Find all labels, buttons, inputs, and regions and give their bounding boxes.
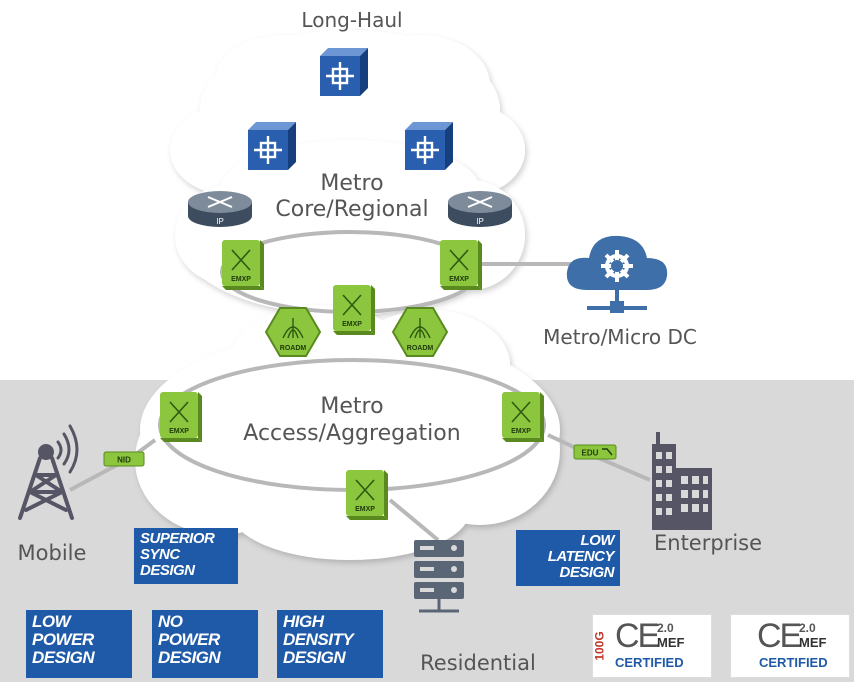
ce-2-mef-certified-logo: CE 2.0 MEF CERTIFIED xyxy=(730,614,850,678)
high-density-design-badge: HIGH DENSITY DESIGN xyxy=(277,610,383,678)
router-ip-tag: IP xyxy=(216,217,224,226)
metro-core-label-line2: Core/Regional xyxy=(275,197,428,222)
svg-text:NID: NID xyxy=(117,456,131,465)
svg-text:EMXP: EMXP xyxy=(511,428,531,435)
roadm-icon: ROADM xyxy=(391,307,449,357)
metro-access-label-line1: Metro xyxy=(320,394,383,419)
cell-tower-icon xyxy=(18,424,79,520)
router-ip-tag: IP xyxy=(476,217,484,226)
svg-text:EMXP: EMXP xyxy=(449,276,469,283)
emxp-switch-icon: EMXP xyxy=(222,240,264,290)
emxp-switch-icon: EMXP xyxy=(440,240,482,290)
low-latency-design-badge: LOW LATENCY DESIGN xyxy=(516,530,620,586)
svg-text:EMXP: EMXP xyxy=(355,506,375,513)
enterprise-label: Enterprise xyxy=(654,531,762,555)
no-power-design-badge: NO POWER DESIGN xyxy=(152,610,258,678)
emxp-switch-icon: EMXP xyxy=(346,470,388,520)
router-icon: IP xyxy=(188,191,252,227)
emxp-switch-icon: EMXP xyxy=(502,392,544,442)
emxp-switch-icon: EMXP xyxy=(160,392,202,442)
long-haul-label: Long-Haul xyxy=(301,8,402,32)
mobile-label: Mobile xyxy=(18,541,87,565)
metro-micro-dc-label: Metro/Micro DC xyxy=(543,325,697,349)
residential-label: Residential xyxy=(420,651,536,675)
svg-text:EMXP: EMXP xyxy=(231,276,251,283)
enterprise-building-icon xyxy=(652,432,712,530)
nid-device-icon: NID xyxy=(103,451,145,467)
superior-sync-design-badge: SUPERIOR SYNC DESIGN xyxy=(134,528,238,584)
residential-server-icon xyxy=(414,540,464,613)
svg-text:ROADM: ROADM xyxy=(407,345,434,352)
router-icon: IP xyxy=(448,191,512,227)
roadm-icon: ROADM xyxy=(264,307,322,357)
emxp-switch-icon: EMXP xyxy=(333,285,375,335)
ce-2-mef-100g-certified-logo: 100G CE 2.0 MEF CERTIFIED xyxy=(592,614,712,678)
svg-text:EMXP: EMXP xyxy=(342,321,362,328)
svg-text:EDU: EDU xyxy=(582,449,599,458)
switch-cube-icon xyxy=(405,122,453,170)
switch-cube-icon xyxy=(248,122,296,170)
svg-text:ROADM: ROADM xyxy=(280,345,307,352)
metro-access-label-line2: Access/Aggregation xyxy=(243,421,460,446)
switch-cube-icon xyxy=(320,48,368,96)
edu-device-icon: EDU xyxy=(573,444,617,460)
cloud-datacenter-icon xyxy=(566,235,668,313)
metro-core-label-line1: Metro xyxy=(320,171,383,196)
svg-text:EMXP: EMXP xyxy=(169,428,189,435)
low-power-design-badge: LOW POWER DESIGN xyxy=(26,610,132,678)
